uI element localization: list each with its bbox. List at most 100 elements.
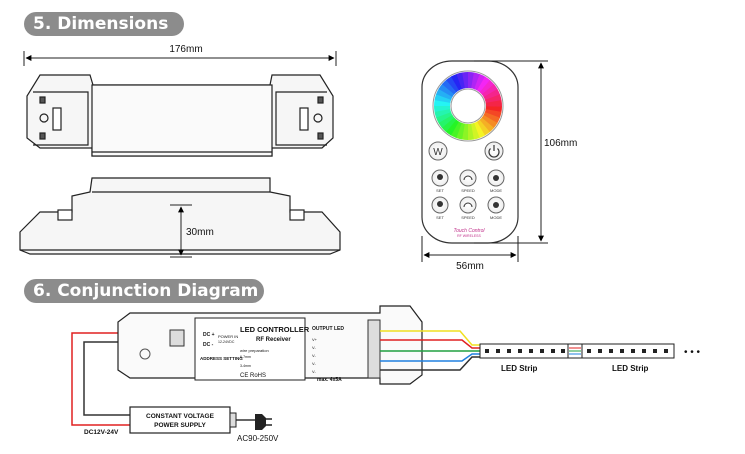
controller-subtitle: RF Receiver bbox=[256, 337, 291, 343]
svg-text:MODE: MODE bbox=[490, 215, 502, 220]
color-wheel-segment[interactable] bbox=[467, 123, 474, 140]
dc-plus-label: DC + bbox=[203, 332, 215, 338]
remote-control: W SET SPEED MODE bbox=[421, 60, 519, 244]
color-wheel-segment[interactable] bbox=[438, 83, 455, 97]
speed-key-1[interactable]: SPEED bbox=[459, 169, 477, 193]
strip-len2-label: 3-4mm bbox=[240, 364, 251, 368]
color-wheel-segment[interactable] bbox=[485, 106, 502, 113]
svg-text:MODE: MODE bbox=[490, 188, 502, 193]
svg-text:SET: SET bbox=[436, 215, 444, 220]
color-wheel-segment[interactable] bbox=[435, 111, 453, 123]
led-strip-2-label: LED Strip bbox=[612, 364, 649, 373]
svg-text:V-: V- bbox=[312, 345, 316, 350]
color-wheel-segment[interactable] bbox=[473, 121, 485, 139]
color-wheel-segment[interactable] bbox=[436, 88, 453, 100]
strip-connector bbox=[567, 343, 583, 359]
led-strip-2 bbox=[581, 343, 675, 359]
set-key-2[interactable]: SET bbox=[431, 196, 449, 220]
wire-blue bbox=[380, 353, 480, 362]
section-title-dimensions: 5. Dimensions bbox=[24, 12, 184, 36]
power-supply-line2: POWER SUPPLY bbox=[154, 422, 206, 429]
led-strip-1 bbox=[479, 343, 569, 359]
color-wheel-segment[interactable] bbox=[438, 114, 455, 128]
power-supply-line1: CONSTANT VOLTAGE bbox=[146, 413, 215, 420]
remote-width-label: 56mm bbox=[456, 261, 484, 272]
remote-row-2: SET SPEED MODE bbox=[431, 169, 505, 193]
ce-rohs-label: CE RoHS bbox=[240, 373, 266, 379]
wire-prep-label: wire preparation bbox=[240, 348, 269, 353]
color-wheel-segment[interactable] bbox=[483, 89, 501, 101]
color-wheel-segment[interactable] bbox=[483, 112, 500, 124]
power-supply bbox=[129, 406, 237, 434]
strip-continuation: • • • bbox=[684, 347, 701, 358]
mode-key-1[interactable]: MODE bbox=[487, 169, 505, 193]
color-wheel-segment[interactable] bbox=[450, 121, 462, 138]
w-key[interactable]: W bbox=[428, 141, 448, 161]
color-wheel-segment[interactable] bbox=[485, 100, 502, 107]
color-wheel-segment[interactable] bbox=[484, 109, 502, 119]
mode-key-2[interactable]: MODE bbox=[487, 196, 505, 220]
color-wheel-segment[interactable] bbox=[451, 73, 463, 91]
controller-side-view bbox=[19, 177, 341, 258]
output-wires bbox=[380, 330, 480, 371]
color-wheel-segment[interactable] bbox=[434, 99, 451, 106]
color-wheel-segment[interactable] bbox=[461, 123, 468, 140]
color-wheel-segment[interactable] bbox=[441, 117, 457, 133]
height-dimension-label: 30mm bbox=[186, 227, 214, 238]
led-strip-1-label: LED Strip bbox=[501, 364, 538, 373]
svg-text:V-: V- bbox=[312, 369, 316, 374]
wire-black bbox=[380, 356, 480, 371]
controller-conj bbox=[117, 305, 423, 385]
remote-height-label: 106mm bbox=[544, 138, 577, 149]
svg-text:V-: V- bbox=[312, 353, 316, 358]
color-wheel-segment[interactable] bbox=[479, 117, 495, 133]
set-key-1[interactable]: SET bbox=[431, 169, 449, 193]
color-wheel-segment[interactable] bbox=[468, 72, 475, 89]
color-wheel-segment[interactable] bbox=[434, 93, 452, 103]
color-wheel-segment[interactable] bbox=[434, 105, 451, 112]
dc-voltage-label: DC12V-24V bbox=[84, 429, 119, 436]
color-wheel-segment[interactable] bbox=[446, 76, 460, 93]
power-icon bbox=[488, 148, 500, 158]
color-wheel bbox=[432, 70, 504, 142]
output-terminals: V+ V- V- V- V- bbox=[312, 337, 318, 374]
color-wheel-segment[interactable] bbox=[445, 119, 459, 136]
color-wheel-segment[interactable] bbox=[481, 115, 498, 129]
remote-brand: Touch Control bbox=[454, 228, 486, 234]
w-key-label: W bbox=[433, 147, 443, 158]
remote-dimensions bbox=[421, 60, 548, 262]
controller-title: LED CONTROLLER bbox=[240, 325, 310, 334]
plug-icon bbox=[255, 414, 272, 430]
svg-text:SET: SET bbox=[436, 188, 444, 193]
svg-text:V+: V+ bbox=[312, 337, 318, 342]
power-range-label: 12-24VDC bbox=[218, 340, 235, 344]
wire-red bbox=[380, 339, 480, 349]
color-wheel-segment[interactable] bbox=[441, 79, 457, 95]
ac-voltage-label: AC90-250V bbox=[237, 434, 279, 443]
color-wheel-segment[interactable] bbox=[477, 76, 491, 93]
section-title-conjunction: 6. Conjunction Diagram bbox=[24, 279, 264, 303]
address-setting-label: ADDRESS SETTING bbox=[200, 356, 243, 361]
color-wheel-segment[interactable] bbox=[479, 79, 495, 95]
svg-text:SPEED: SPEED bbox=[461, 188, 475, 193]
length-dimension-label: 176mm bbox=[169, 44, 202, 55]
speed-key-2[interactable]: SPEED bbox=[459, 196, 477, 220]
color-wheel-segment[interactable] bbox=[481, 84, 498, 98]
color-wheel-segment[interactable] bbox=[476, 119, 490, 136]
color-wheel-segment[interactable] bbox=[455, 122, 465, 140]
controller-top-view bbox=[23, 51, 337, 157]
power-key[interactable] bbox=[484, 141, 504, 161]
remote-row-3: SET SPEED MODE bbox=[431, 196, 505, 220]
wire-yellow bbox=[380, 330, 480, 346]
svg-text:SPEED: SPEED bbox=[461, 215, 475, 220]
svg-text:V-: V- bbox=[312, 361, 316, 366]
power-in-label: POWER IN bbox=[218, 334, 238, 339]
color-wheel-segment[interactable] bbox=[471, 72, 481, 90]
color-wheel-segment[interactable] bbox=[462, 72, 469, 89]
output-led-label: OUTPUT LED bbox=[312, 326, 344, 332]
remote-brand-sub: RF WIRELESS bbox=[457, 234, 481, 238]
dc-minus-label: DC - bbox=[203, 342, 214, 348]
strip-len-label: 6-7mm bbox=[240, 355, 251, 359]
color-wheel-segment[interactable] bbox=[474, 74, 486, 91]
